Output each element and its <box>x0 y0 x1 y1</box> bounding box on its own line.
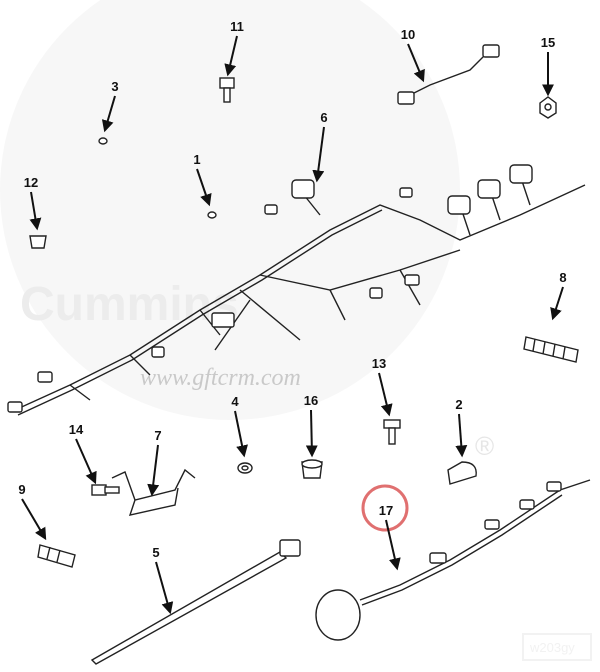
callout-label-1: 1 <box>193 152 200 167</box>
callout-label-14: 14 <box>69 422 84 437</box>
callout-label-3: 3 <box>111 79 118 94</box>
callout-arrow-12 <box>29 191 42 231</box>
callout-label-4: 4 <box>231 394 239 409</box>
callout-arrow-10 <box>407 43 425 83</box>
callout-label-15: 15 <box>541 35 555 50</box>
main-wiring-harness <box>7 164 586 416</box>
part-screw-14 <box>91 484 120 496</box>
callout-label-7: 7 <box>154 428 161 443</box>
callout-label-6: 6 <box>320 110 327 125</box>
callout-label-16: 16 <box>304 393 318 408</box>
registered-mark: ® <box>475 431 494 461</box>
callout-arrow-4 <box>234 410 248 458</box>
callout-arrow-17 <box>385 519 401 571</box>
part-nut-15 <box>539 96 557 119</box>
part-washer-1 <box>207 211 217 219</box>
part-clamp-2 <box>447 461 477 485</box>
brand-watermark-text: Cummins <box>20 278 239 331</box>
part-stud-8 <box>523 336 579 363</box>
callout-arrow-8 <box>550 286 564 321</box>
callout-arrow-16 <box>305 409 318 458</box>
callout-arrow-5 <box>155 561 174 615</box>
callout-arrow-7 <box>147 444 160 497</box>
highlight-circle <box>361 484 409 532</box>
callout-label-5: 5 <box>152 545 159 560</box>
part-cable-tie-5 <box>90 539 301 665</box>
part-harness-17 <box>315 479 591 641</box>
part-washer-3 <box>98 137 108 145</box>
callout-label-10: 10 <box>401 27 415 42</box>
callout-label-11: 11 <box>230 19 244 34</box>
callout-arrow-11 <box>224 35 238 77</box>
callout-arrow-3 <box>101 95 116 133</box>
callout-label-13: 13 <box>372 356 386 371</box>
image-code-box <box>522 633 592 661</box>
part-screw-13 <box>383 419 401 445</box>
callouts: 11 10 15 3 6 1 12 8 13 4 16 2 14 7 9 17 5 <box>18 19 567 615</box>
part-grommet-4 <box>237 462 253 474</box>
part-jumper-harness <box>397 44 500 105</box>
part-stud-9 <box>37 544 76 568</box>
callout-arrow-6 <box>312 126 325 183</box>
callout-label-12: 12 <box>24 175 38 190</box>
callout-arrow-9 <box>21 498 47 541</box>
callout-label-17: 17 <box>379 503 393 518</box>
callout-arrow-14 <box>75 438 97 485</box>
callout-arrow-13 <box>378 372 393 417</box>
callout-label-2: 2 <box>455 397 462 412</box>
website-watermark: www.gftcrm.com <box>140 365 301 391</box>
callout-label-8: 8 <box>559 270 566 285</box>
image-code: w203gy <box>529 640 575 655</box>
callout-arrow-2 <box>455 413 468 458</box>
brand-watermark: Cummins <box>0 0 460 420</box>
part-bolt-11 <box>219 77 235 103</box>
part-nut-16 <box>301 459 323 479</box>
callout-label-9: 9 <box>18 482 25 497</box>
part-push-nut-12 <box>29 235 47 249</box>
callout-arrow-1 <box>196 168 212 207</box>
